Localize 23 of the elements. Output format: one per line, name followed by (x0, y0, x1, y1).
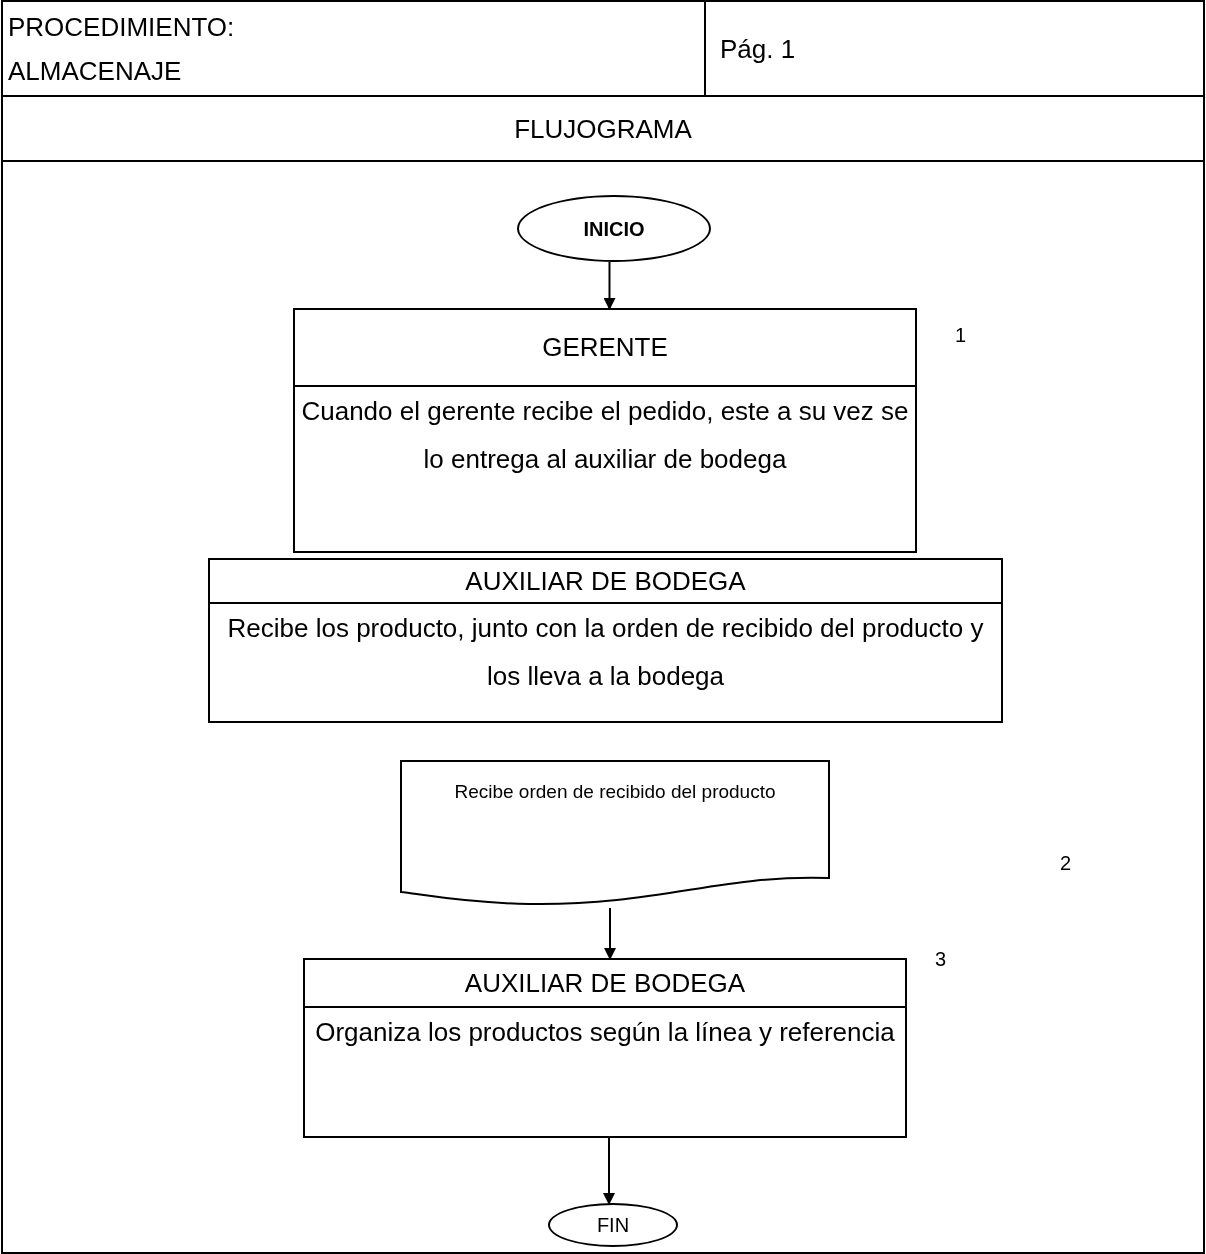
table-title: FLUJOGRAMA (513, 113, 693, 146)
process-box (303, 958, 907, 1138)
header-cell-text: ALMACENAJE (8, 55, 182, 88)
header-cell-text: PROCEDIMIENTO: (8, 11, 235, 44)
box-text: Organiza los productos según la línea y referencia (315, 1016, 895, 1049)
box-text: Cuando el gerente recibe el pedido, este a su vez se lo entrega al auxiliar de bodega (300, 395, 910, 476)
box-heading: AUXILIAR DE BODEGA (465, 564, 746, 598)
callout-number: 3 (935, 947, 947, 972)
callout-number: 2 (1060, 851, 1072, 876)
document-shape (400, 760, 830, 908)
arrow (604, 907, 616, 960)
header-cell-text: Pág. 1 (720, 33, 796, 66)
process-box (208, 558, 1003, 723)
arrow (603, 261, 616, 310)
terminal-label: FIN (596, 1213, 630, 1238)
box-heading: GERENTE (542, 331, 668, 364)
terminal-label: INICIO (583, 216, 645, 242)
process-box (293, 308, 917, 553)
box-text: Recibe los producto, junto con la orden de recibido del producto y los lleva a la bodega (226, 612, 985, 693)
arrow (603, 1137, 615, 1205)
callout-number: 1 (955, 323, 967, 348)
document-text: Recibe orden de recibido del producto (454, 780, 776, 804)
box-heading: AUXILIAR DE BODEGA (464, 966, 746, 1000)
